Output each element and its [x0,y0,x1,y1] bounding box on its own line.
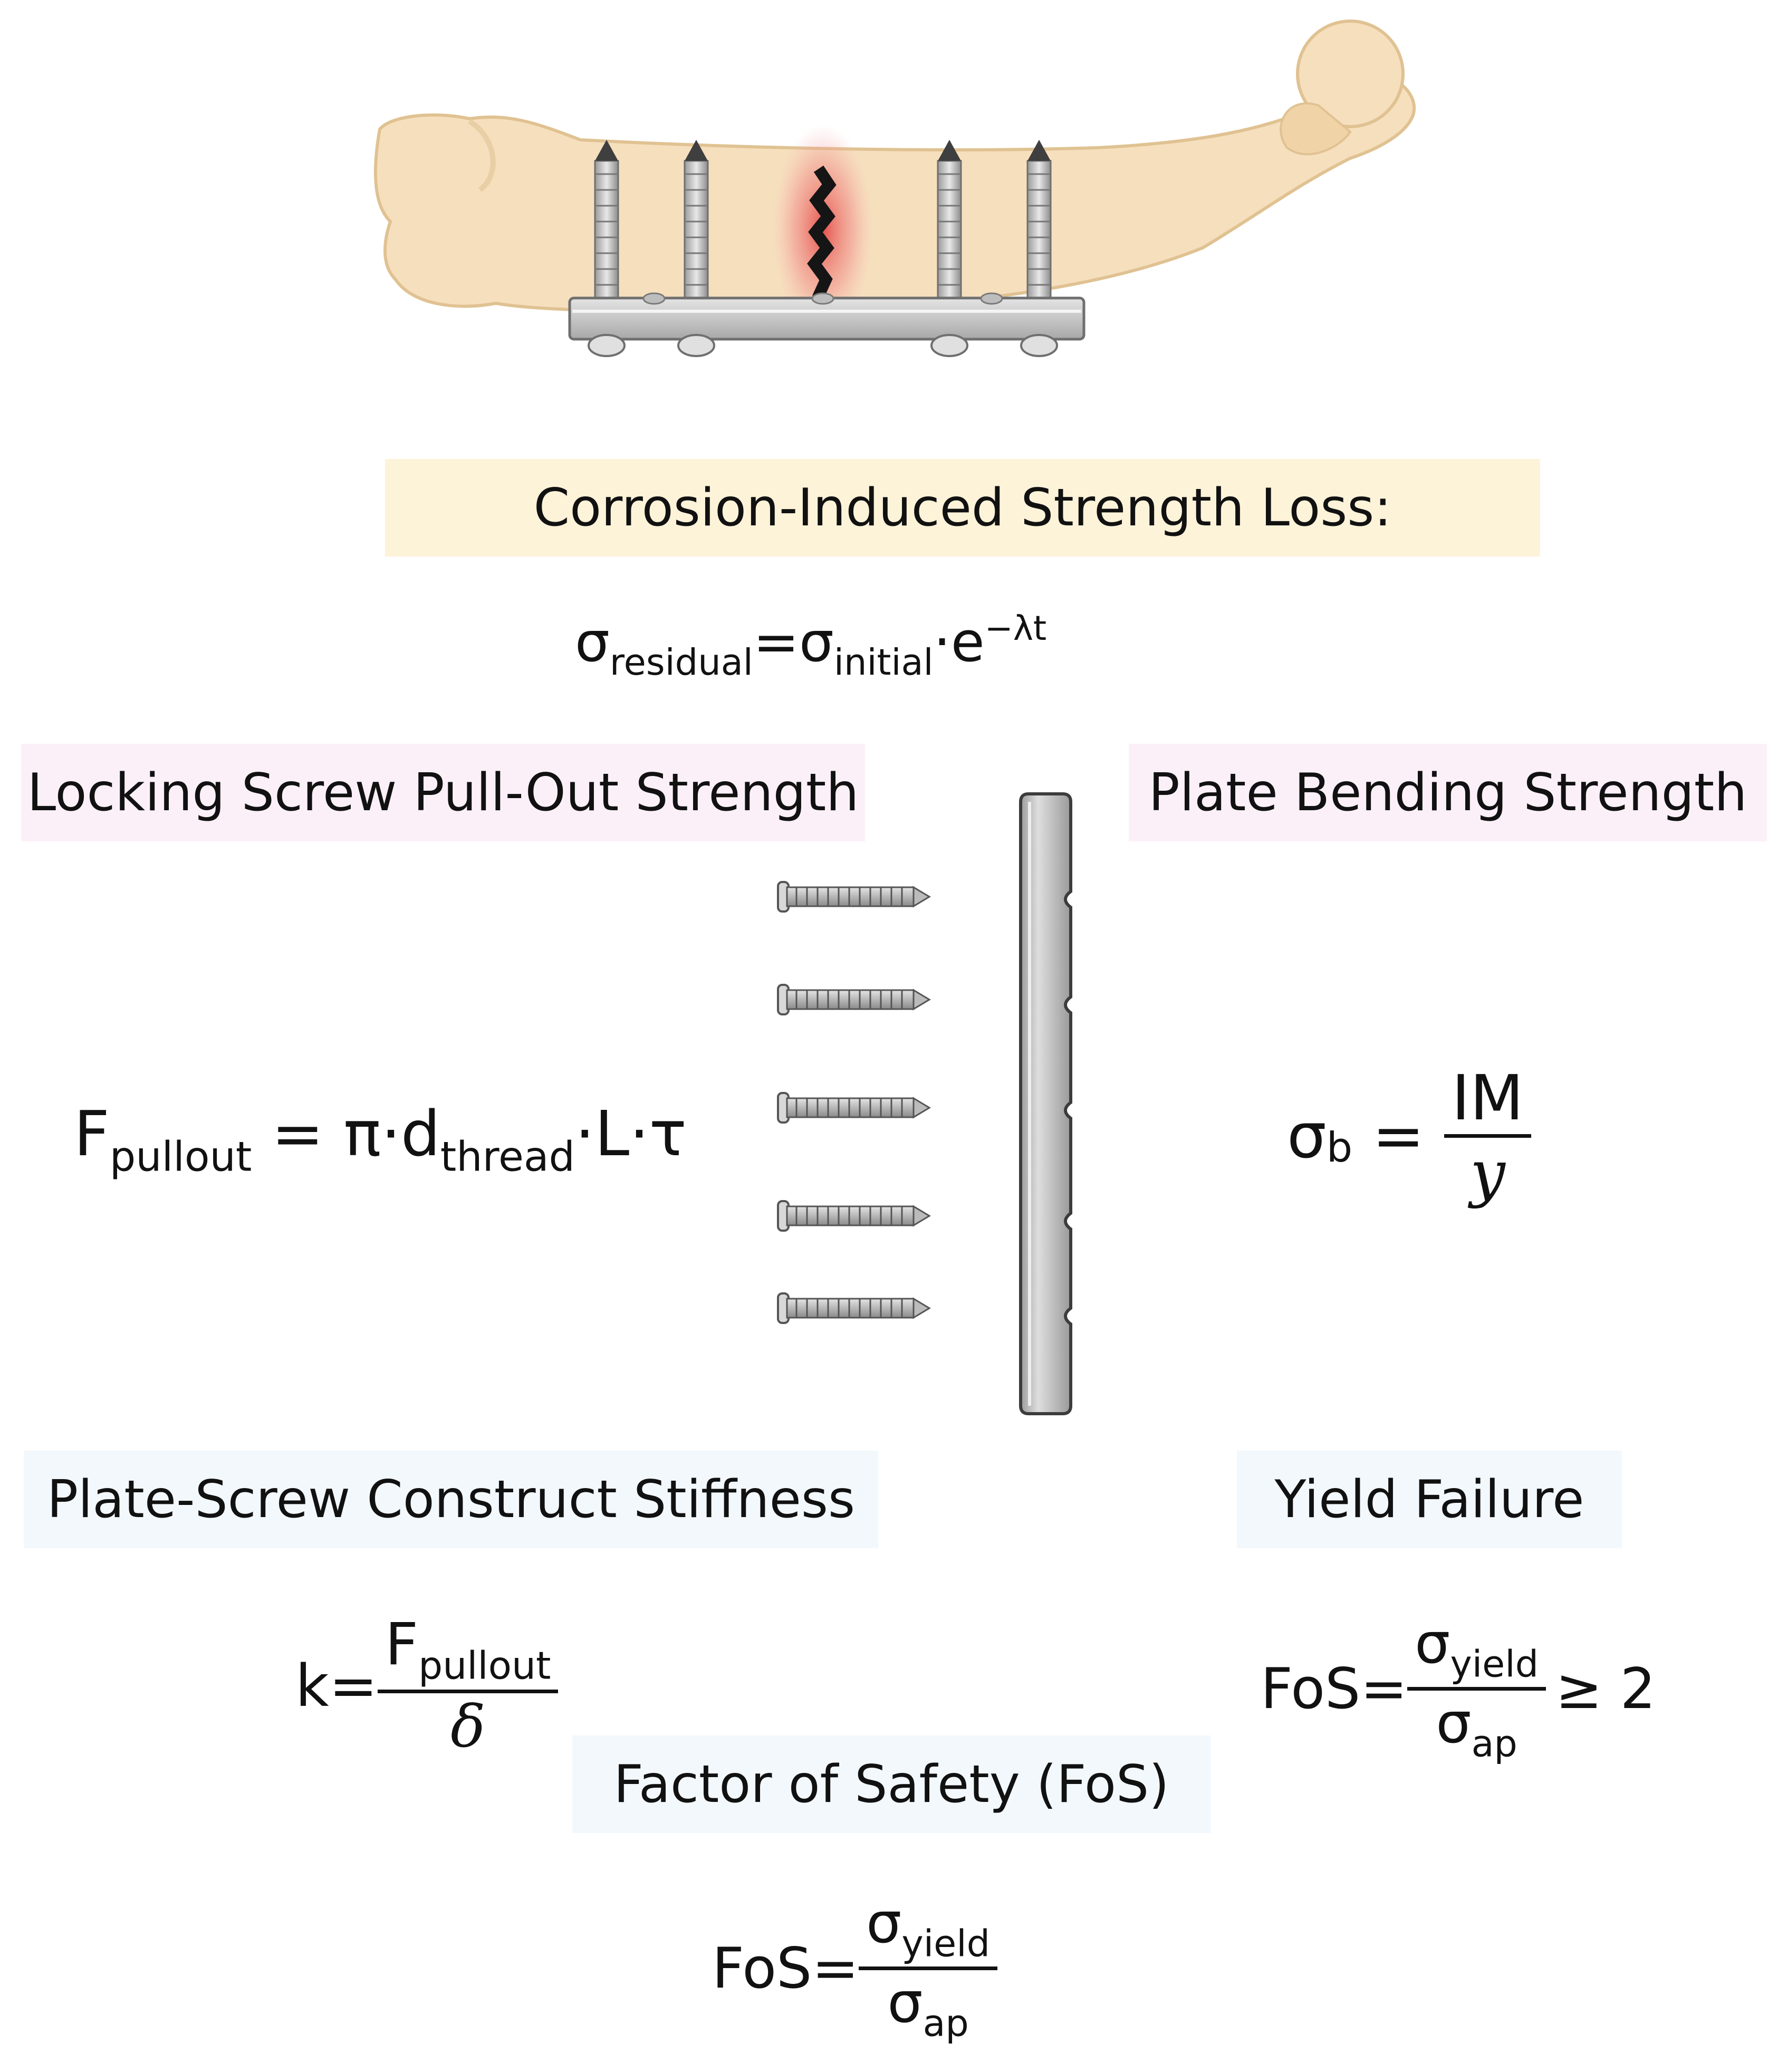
corrosion-eq: = [753,609,799,674]
pullout-eq: = [252,1097,344,1170]
yield-num-sub: yield [1450,1643,1539,1686]
pullout-lhs: F [74,1097,110,1170]
corrosion-base: e [950,609,985,674]
corrosion-label: Corrosion-Induced Strength Loss: [533,477,1392,538]
bending-numerator: IM [1444,1065,1531,1138]
pullout-rhs-sub: thread [440,1133,575,1181]
stiffness-num-main: F [385,1610,419,1678]
yield-lhs: FoS= [1261,1656,1408,1721]
corrosion-r1: σ [799,609,834,674]
screw-row [777,881,931,1324]
bone-plate-illustration [373,20,1416,357]
yield-rhs: ≥ 2 [1555,1656,1656,1721]
pullout-lhs-sub: pullout [109,1133,252,1181]
stiffness-denominator: δ [450,1692,486,1760]
fos-numerator: σyield [859,1891,998,1971]
screws-and-plate-illustration [777,792,1072,1415]
stiffness-num-sub: pullout [418,1644,551,1689]
pullout-equation: Fpullout = π·dthread·L·τ [74,1102,687,1178]
fos-lhs: FoS= [712,1935,859,2001]
corrosion-r1-sub: initial [833,641,934,684]
corrosion-lhs: σ [575,609,610,674]
fracture-line [773,124,873,335]
bone-shape [373,20,1416,313]
yield-numerator: σyield [1407,1614,1546,1691]
corrosion-label-box: Corrosion-Induced Strength Loss: [385,459,1540,557]
yield-fraction: σyield σap [1407,1614,1546,1763]
pullout-rhs-b: ·L·τ [574,1097,687,1170]
yield-den-sub: ap [1471,1722,1517,1766]
bending-fraction: IM y [1444,1065,1531,1210]
bending-lhs-sub: b [1326,1124,1353,1172]
yield-label: Yield Failure [1274,1469,1584,1530]
bone-plate [568,292,1085,357]
stiffness-equation: k= Fpullout δ [295,1614,559,1760]
corrosion-equation: σresidual=σinitial·e−λt [575,609,1047,684]
stiffness-label-box: Plate-Screw Construct Stiffness [24,1451,878,1548]
pullout-label-box: Locking Screw Pull-Out Strength [21,744,865,841]
yield-den-main: σ [1436,1691,1472,1756]
fos-fraction: σyield σap [859,1891,998,2043]
yield-denominator: σap [1428,1691,1524,1763]
yield-equation: FoS= σyield σap ≥ 2 [1261,1614,1656,1763]
bending-label-box: Plate Bending Strength [1129,744,1767,841]
fos-num-main: σ [866,1891,902,1955]
vertical-plate [1019,792,1072,1415]
fos-den-sub: ap [923,2002,969,2045]
pullout-label: Locking Screw Pull-Out Strength [27,762,859,823]
yield-label-box: Yield Failure [1237,1451,1622,1548]
stiffness-lhs: k= [295,1652,378,1720]
bending-denominator: y [1470,1136,1505,1210]
fos-label: Factor of Safety (FoS) [613,1754,1169,1815]
stiffness-numerator: Fpullout [377,1614,559,1693]
bending-eq: = [1352,1099,1445,1173]
yield-num-main: σ [1415,1611,1450,1676]
stiffness-fraction: Fpullout δ [377,1614,559,1760]
pullout-rhs-a: π·d [343,1097,440,1170]
corrosion-exp: −λt [984,609,1047,648]
fos-equation: FoS= σyield σap [712,1891,998,2043]
corrosion-dot: · [933,609,951,674]
stiffness-label: Plate-Screw Construct Stiffness [46,1469,855,1530]
corrosion-lhs-sub: residual [609,641,753,684]
fos-den-main: σ [887,1970,923,2036]
bending-lhs: σ [1287,1099,1327,1173]
fos-label-box: Factor of Safety (FoS) [572,1735,1210,1833]
fos-num-sub: yield [901,1922,991,1965]
bending-label: Plate Bending Strength [1148,762,1747,823]
fos-denominator: σap [880,1970,976,2043]
